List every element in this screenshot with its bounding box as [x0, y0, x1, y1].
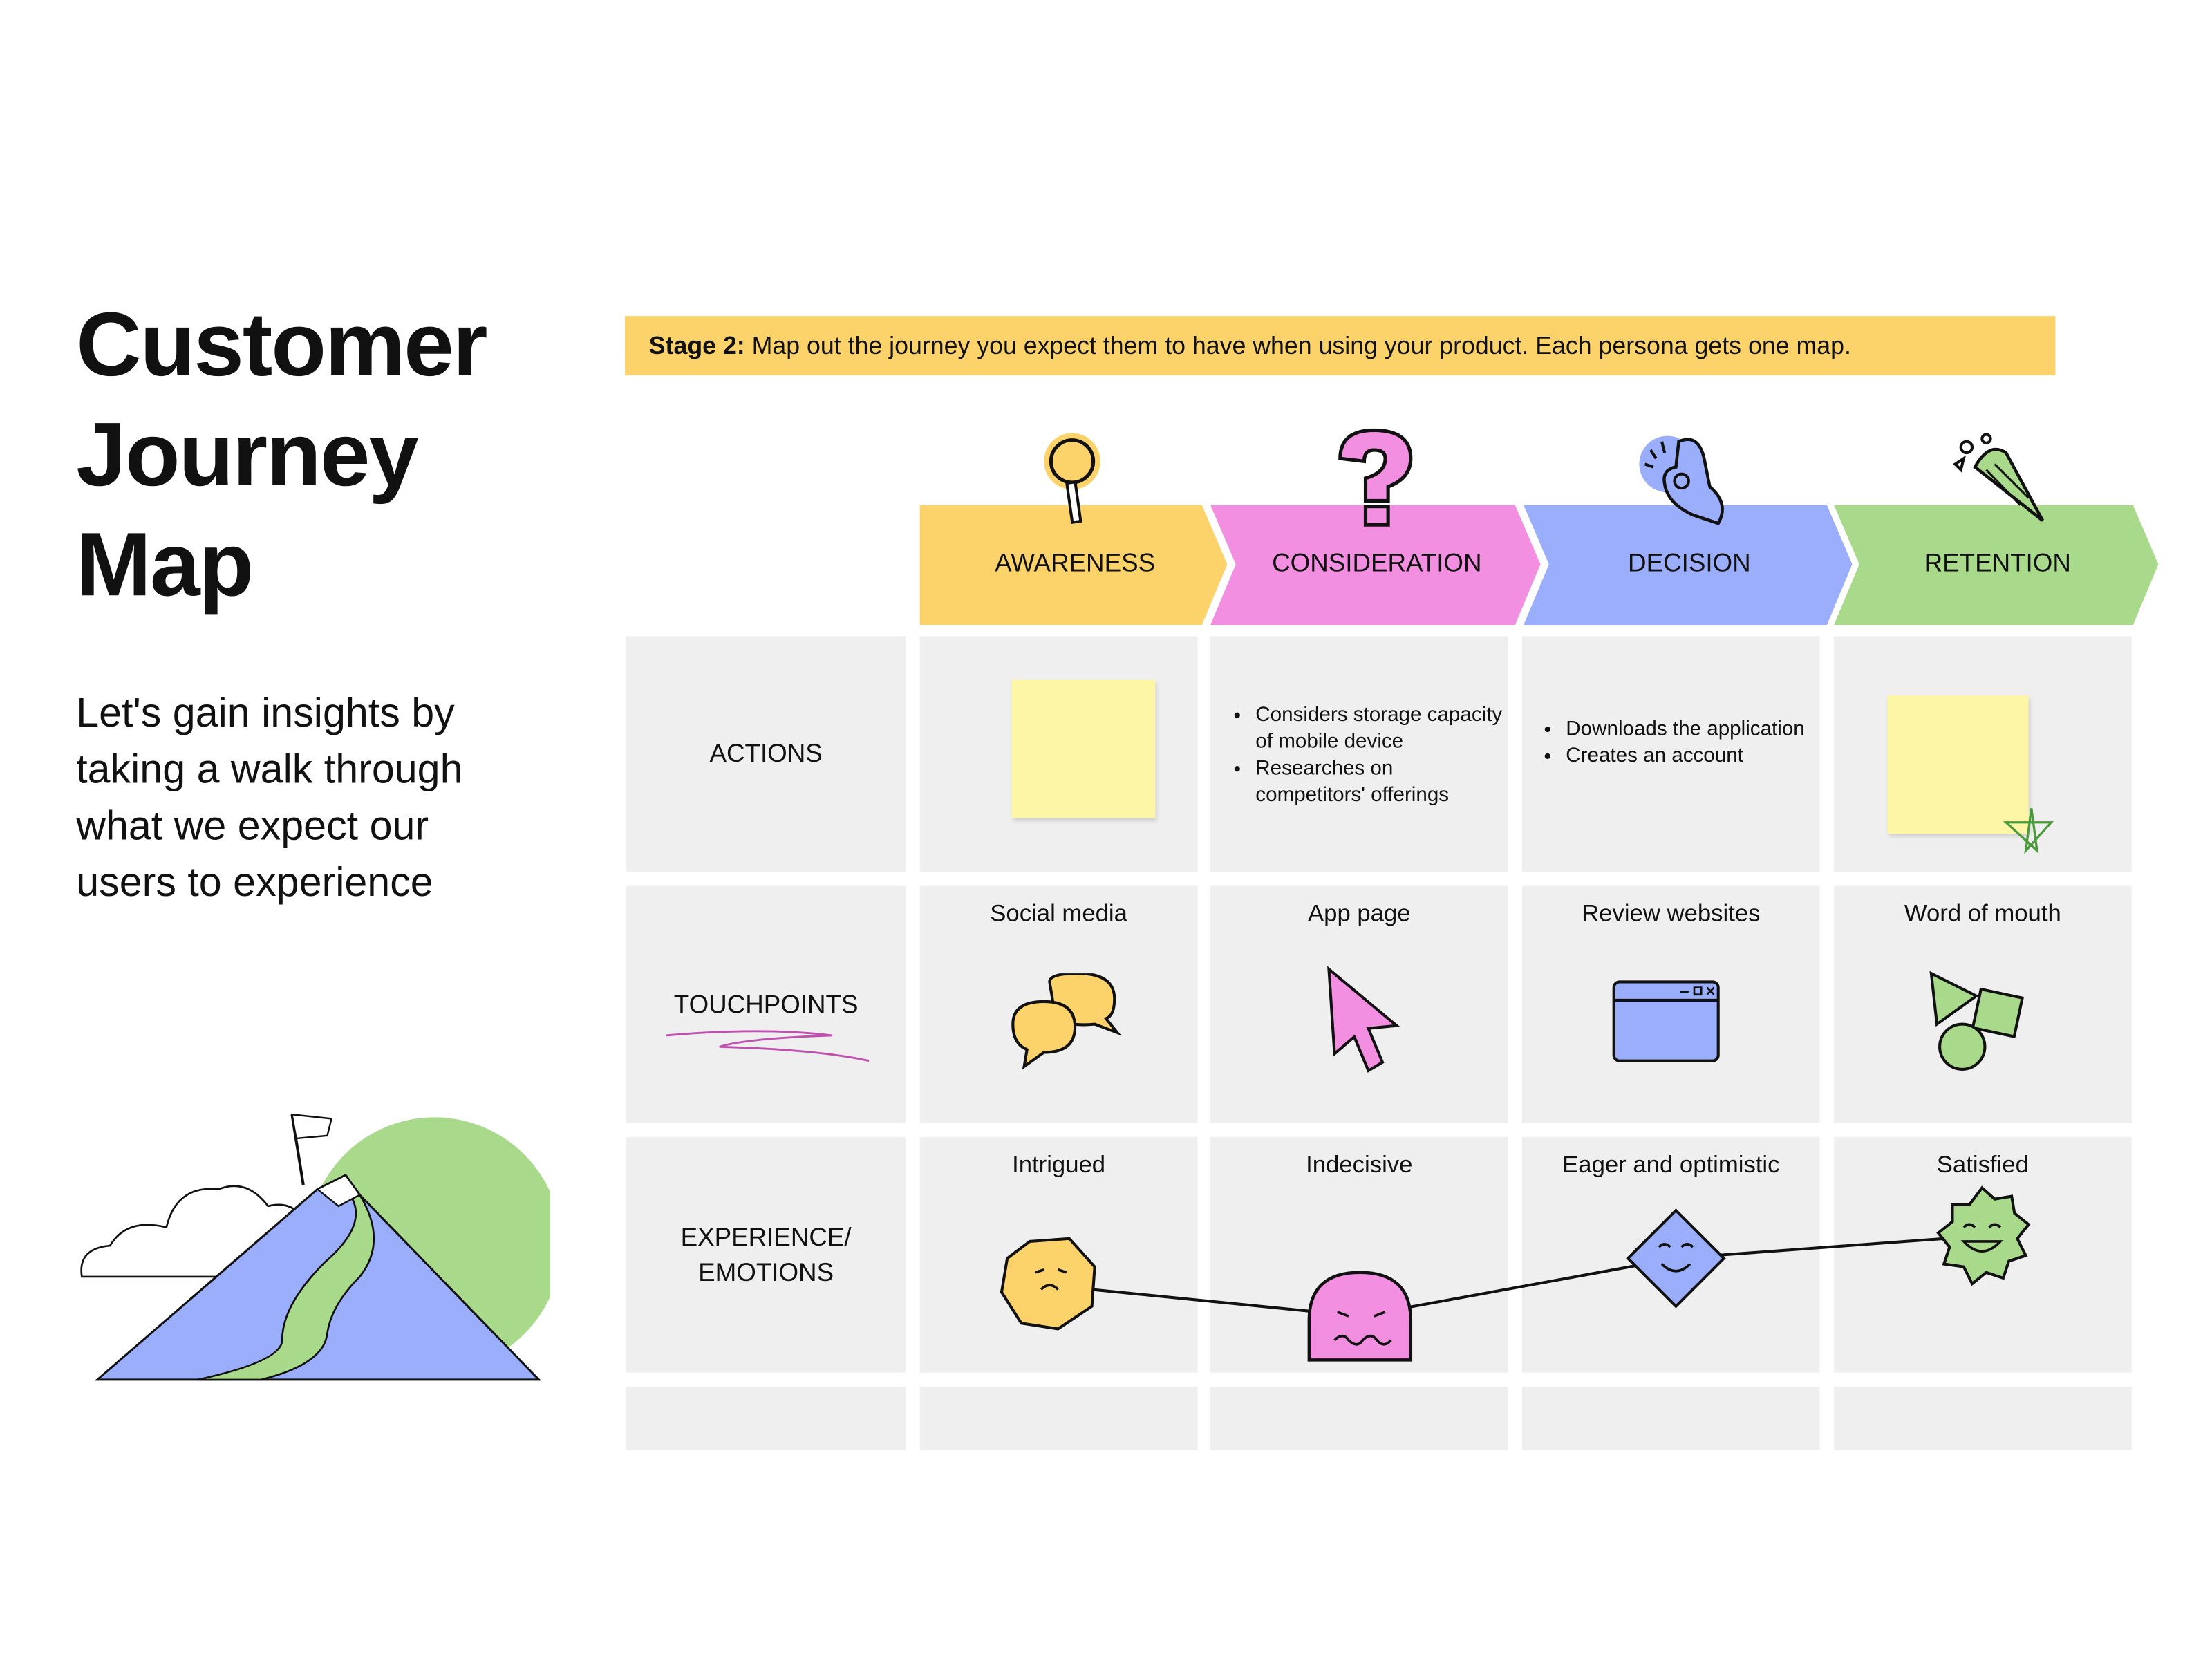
stage-retention: RETENTION [1834, 505, 2161, 626]
row-label-emotions: EXPERIENCE/ EMOTIONS [626, 1136, 906, 1373]
emotion-label: Indecisive [1306, 1151, 1413, 1179]
stage-awareness: AWARENESS [919, 505, 1230, 626]
action-item: Researches on competitors' offerings [1255, 756, 1508, 810]
stage-decision: DECISION [1524, 505, 1855, 626]
row-label-text: TOUCHPOINTS [673, 989, 859, 1018]
question-mark-icon [1338, 428, 1413, 527]
emotion-cell: Intrigued [919, 1136, 1198, 1373]
actions-awareness-cell [919, 636, 1198, 872]
stage-label: DECISION [1628, 548, 1751, 577]
instruction-banner: Stage 2: Map out the journey you expect … [625, 316, 2056, 375]
sticky-note[interactable] [1011, 679, 1156, 818]
browser-window-icon [1612, 980, 1720, 1062]
touchpoint-label: Word of mouth [1904, 900, 2061, 927]
action-item: Considers storage capacity of mobile dev… [1255, 702, 1508, 756]
magnifier-icon [1044, 433, 1100, 524]
stage-label: RETENTION [1924, 548, 2071, 577]
empty-cell [1834, 1387, 2132, 1450]
empty-cell [919, 1387, 1198, 1450]
empty-cell [626, 1387, 906, 1450]
touchpoint-label: Social media [990, 900, 1127, 927]
touchpoint-cell: App page [1210, 885, 1508, 1123]
emotion-line [1048, 1234, 1983, 1318]
actions-consideration-cell: Considers storage capacity of mobile dev… [1210, 636, 1508, 872]
empty-cell [1210, 1387, 1508, 1450]
stage-label: AWARENESS [995, 548, 1156, 577]
row-label-text: EXPERIENCE/ EMOTIONS [680, 1222, 852, 1286]
banner-text: Map out the journey you expect them to h… [744, 331, 1851, 360]
satisfied-face-icon [1936, 1185, 2031, 1286]
touchpoint-cell: Social media [919, 885, 1198, 1123]
emotion-curve [1000, 1185, 2031, 1362]
emotion-label: Satisfied [1936, 1151, 2029, 1179]
scribble-underline [666, 1030, 870, 1062]
title-line: Map [76, 513, 254, 615]
eager-face-icon [1626, 1208, 1726, 1309]
touchpoint-cell: Review websites [1522, 885, 1820, 1123]
emotion-label: Intrigued [1012, 1151, 1106, 1179]
cursor-arrow-icon [1327, 966, 1400, 1073]
sticky-note[interactable] [1887, 695, 2029, 834]
emotion-cell: Indecisive [1210, 1136, 1508, 1373]
party-popper-icon [1953, 433, 2045, 522]
actions-decision-cell: Downloads the application Creates an acc… [1522, 636, 1820, 872]
touchpoint-label: App page [1308, 900, 1411, 927]
action-item: Creates an account [1566, 744, 1819, 771]
page-title: Customer Journey Map [76, 289, 487, 619]
star-doodle-icon [2003, 808, 2054, 854]
indecisive-face-icon [1307, 1271, 1413, 1362]
touchpoint-cell: Word of mouth [1834, 885, 2132, 1123]
emotion-label: Eager and optimistic [1562, 1151, 1780, 1179]
title-line: Journey [76, 403, 419, 505]
row-label-touchpoints: TOUCHPOINTS [626, 885, 906, 1123]
chat-bubbles-icon [1011, 973, 1122, 1070]
mountain-illustration [80, 1113, 550, 1381]
touchpoint-label: Review websites [1582, 900, 1761, 927]
row-label-actions: ACTIONS [626, 636, 906, 872]
stage-label: CONSIDERATION [1272, 548, 1482, 577]
empty-cell [1522, 1387, 1820, 1450]
intrigued-face-icon [1000, 1237, 1096, 1331]
stage-consideration: CONSIDERATION [1210, 505, 1544, 626]
action-item: Downloads the application [1566, 717, 1819, 744]
ok-hand-icon [1639, 435, 1724, 525]
actions-retention-cell [1834, 636, 2132, 872]
word-of-mouth-shapes-icon [1929, 971, 2025, 1071]
banner-stage-label: Stage 2: [648, 331, 745, 360]
title-line: Customer [76, 293, 487, 395]
subtitle: Let's gain insights by taking a walk thr… [76, 691, 463, 906]
